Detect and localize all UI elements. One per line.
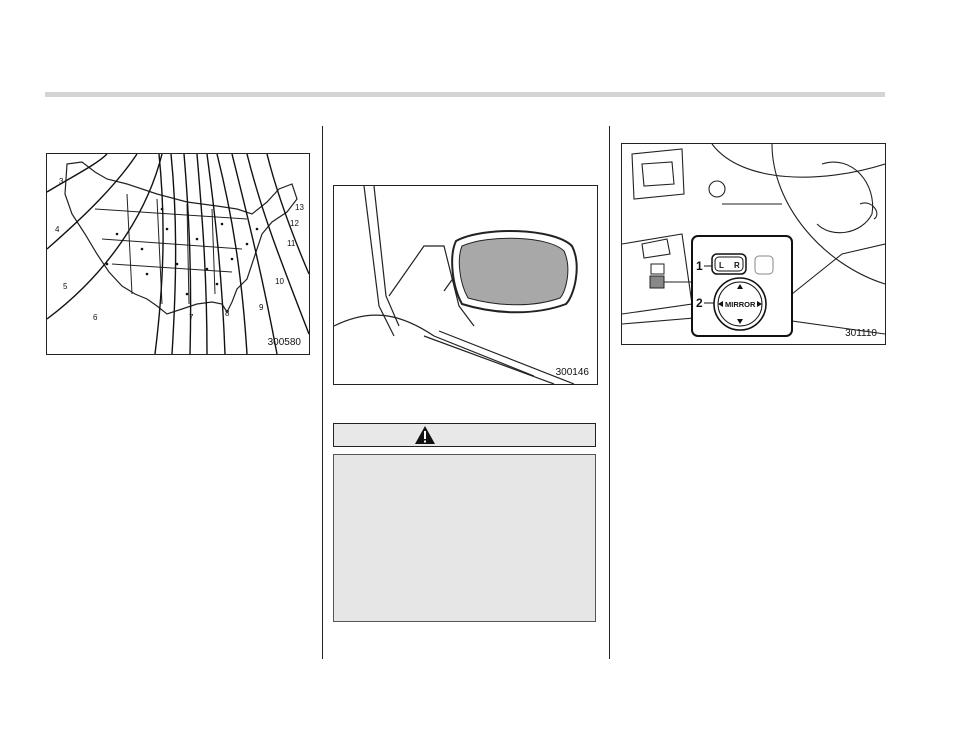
column-divider-left: [322, 126, 323, 659]
header-rule: [45, 92, 885, 97]
zone-map-figure: 3 4 5 6 7 8 9 10 11 12 13 300580: [46, 153, 310, 355]
zone-label: 12: [290, 219, 299, 228]
figure-code: 300146: [555, 367, 589, 378]
us-zone-map-illustration: 3 4 5 6 7 8 9 10 11 12 13: [47, 154, 309, 354]
column-divider-right: [609, 126, 610, 659]
figure-code: 300580: [267, 337, 301, 348]
zone-label: 7: [189, 313, 194, 322]
warning-body: [333, 454, 596, 622]
zone-label: 11: [287, 239, 296, 248]
mirror-switch-figure: L R MIRROR 1 2 301110: [621, 143, 886, 345]
zone-label: 9: [259, 303, 264, 312]
switch-mirror-label: MIRROR: [725, 300, 756, 309]
switch-lr-left: L: [719, 261, 724, 270]
mirror-switch-illustration: L R MIRROR 1 2: [622, 144, 885, 337]
figure-code: 301110: [845, 328, 877, 339]
zone-label: 5: [63, 282, 68, 291]
callout-number: 2: [696, 296, 703, 310]
zone-label: 10: [275, 277, 284, 286]
switch-lr-right: R: [734, 261, 740, 270]
zone-label: 8: [225, 309, 230, 318]
side-mirror-figure: 300146: [333, 185, 598, 385]
callout-number: 1: [696, 259, 703, 273]
zone-label: 6: [93, 313, 98, 322]
warning-header: [333, 423, 596, 447]
warning-triangle-icon: [415, 426, 435, 444]
side-mirror-illustration: [334, 186, 578, 384]
zone-label: 13: [295, 203, 304, 212]
zone-label: 3: [59, 177, 64, 186]
zone-label: 4: [55, 225, 60, 234]
